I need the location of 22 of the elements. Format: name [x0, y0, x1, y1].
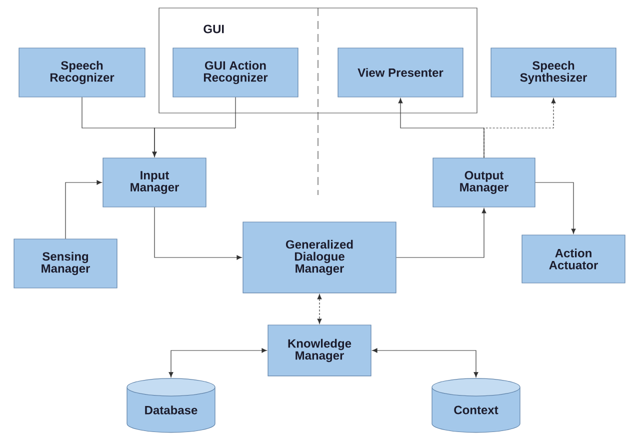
process-box: Speech Synthesizer [490, 48, 616, 98]
process-box: Input Manager [102, 158, 206, 208]
arrow [484, 98, 556, 158]
arrow [65, 180, 102, 239]
process-box: Sensing Manager [14, 238, 118, 288]
arrow [398, 98, 484, 158]
database-cylinder: Context [432, 378, 520, 433]
process-box: Action Actuator [522, 234, 626, 284]
database-cylinder: Database [126, 378, 216, 433]
arrow [154, 206, 242, 260]
process-box: View Presenter [338, 48, 464, 98]
arrow [168, 348, 267, 378]
arrow [372, 348, 478, 378]
arrow [152, 97, 236, 157]
process-box: Output Manager [432, 158, 536, 208]
arrow [396, 208, 486, 258]
process-box: Speech Recognizer [18, 48, 146, 98]
arrow [317, 294, 322, 324]
process-box: Generalized Dialogue Manager [242, 222, 396, 294]
process-box: Knowledge Manager [268, 324, 372, 376]
arrow [535, 182, 576, 234]
process-box: GUI Action Recognizer [172, 48, 298, 98]
